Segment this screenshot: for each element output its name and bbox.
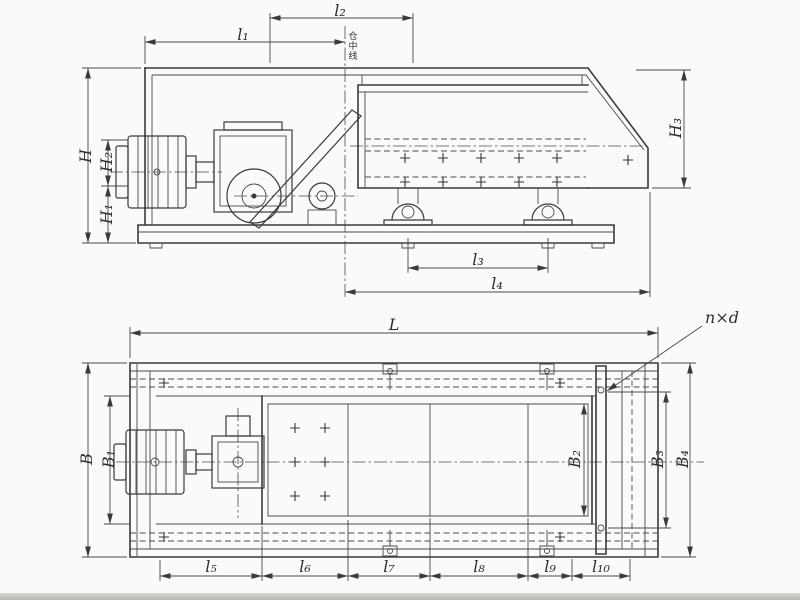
- dim-label-l4: l₄: [491, 274, 503, 293]
- side-elevation-view: [82, 13, 691, 297]
- dim-label-H: H: [76, 149, 95, 163]
- dim-label-l10: l₁₀: [592, 557, 610, 576]
- extension-lines-bottom: [82, 327, 696, 581]
- bin-centerline-label: 仓中线: [346, 31, 357, 61]
- plan-view: [82, 325, 704, 581]
- dim-label-H2: H₂: [97, 151, 116, 173]
- dim-label-l5: l₅: [205, 557, 217, 576]
- dim-label-l7: l₇: [383, 557, 395, 576]
- flange-bolt-pads: [382, 363, 555, 557]
- cross-marks-plan: [159, 378, 565, 542]
- dimension-lines-top: [85, 15, 687, 295]
- dim-label-l2: l₂: [334, 1, 346, 20]
- dimension-lines-bottom: [85, 325, 703, 579]
- bolt-hole: [597, 524, 605, 532]
- dim-label-B3: B₃: [648, 449, 667, 469]
- dim-label-B1: B₁: [99, 449, 118, 469]
- dim-label-l3: l₃: [472, 250, 484, 269]
- dim-label-nxd: n×d: [705, 308, 739, 327]
- dim-label-B4: B₄: [673, 449, 692, 469]
- end-flange-strip: [595, 365, 607, 555]
- dim-label-H3: H₃: [666, 117, 685, 139]
- dim-label-B: B: [77, 453, 96, 465]
- dim-label-L: L: [388, 315, 400, 334]
- dim-label-H1: H₁: [97, 203, 116, 225]
- dim-label-l1: l₁: [237, 25, 249, 44]
- cross-marks-trough: [400, 153, 633, 187]
- motor-drive-side: [115, 121, 337, 226]
- dim-label-l6: l₆: [299, 557, 311, 576]
- nxd-leader-line: [606, 325, 703, 392]
- dim-label-l8: l₈: [473, 557, 485, 576]
- pillow-block-bearings: [383, 188, 573, 226]
- diagonal-brace: [249, 109, 362, 229]
- extension-lines-top: [82, 13, 691, 297]
- bolt-hole-nxd: [597, 386, 605, 394]
- motor-drive-plan: [113, 415, 265, 495]
- dim-label-B2: B₂: [565, 449, 584, 469]
- dim-label-l9: l₉: [544, 557, 556, 576]
- scan-edge-artifact: [0, 593, 800, 600]
